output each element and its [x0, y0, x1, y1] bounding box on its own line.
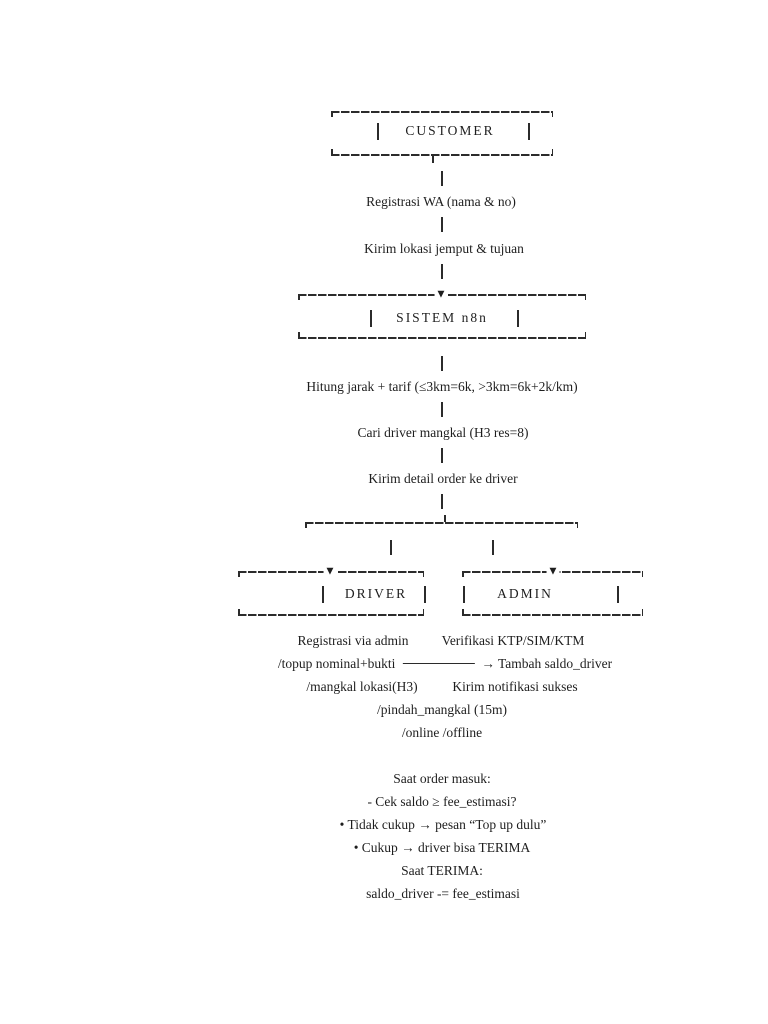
branch-split-line — [305, 522, 578, 524]
rule-line: • Cukup → driver bisa TERIMA — [353, 840, 531, 855]
admin-task-label: Kirim notifikasi sukses — [452, 679, 578, 694]
arrow-down-icon: ▼ — [546, 567, 560, 577]
connector-tick — [432, 155, 434, 163]
driver-task-label: /mangkal lokasi(H3) — [306, 679, 418, 694]
corner-tick — [305, 522, 307, 528]
connector-pipe — [492, 540, 494, 555]
admin-task-label: Verifikasi KTP/SIM/KTM — [441, 633, 585, 648]
driver-topup-command: /topup nominal+bukti — [277, 656, 396, 671]
customer-box-top-line — [331, 111, 553, 113]
connector-pipe — [441, 171, 443, 186]
box-pipe — [617, 586, 619, 603]
flow-step-label: Cari driver mangkal (H3 res=8) — [357, 425, 529, 440]
box-pipe — [377, 123, 379, 140]
box-pipe — [424, 586, 426, 603]
driver-node-label: DRIVER — [344, 586, 408, 601]
driver-task-label: /pindah_mangkal (15m) — [376, 702, 508, 717]
driver-task-label: Registrasi via admin — [297, 633, 409, 648]
topup-connector-line — [402, 662, 475, 664]
rule-heading: Saat order masuk: — [393, 771, 491, 786]
corner-tick — [462, 571, 464, 577]
topup-flow-row: /topup nominal+bukti → Tambah saldo_drive… — [278, 655, 612, 673]
admin-topup-result: Tambah saldo_driver — [497, 656, 613, 671]
rule-line: - Cek saldo ≥ fee_estimasi? — [367, 794, 517, 809]
corner-tick — [331, 149, 333, 155]
flow-step-label: Hitung jarak + tarif (≤3km=6k, >3km=6k+2… — [306, 379, 578, 394]
corner-tick — [584, 294, 586, 300]
driver-task-label: /online /offline — [401, 725, 483, 740]
corner-tick — [238, 609, 240, 615]
box-pipe — [322, 586, 324, 603]
customer-box-bottom-line — [331, 154, 553, 156]
corner-tick — [298, 294, 300, 300]
box-pipe — [528, 123, 530, 140]
admin-box-bottom-line — [462, 614, 643, 616]
corner-tick — [584, 332, 586, 338]
connector-pipe — [441, 217, 443, 232]
flow-step-label: Kirim lokasi jemput & tujuan — [364, 241, 524, 256]
driver-box-bottom-line — [238, 614, 424, 616]
corner-tick — [551, 111, 553, 117]
box-pipe — [370, 310, 372, 327]
corner-tick — [238, 571, 240, 577]
box-pipe — [517, 310, 519, 327]
rule-line: • Tidak cukup → pesan “Top up dulu” — [339, 817, 547, 832]
corner-tick — [462, 609, 464, 615]
customer-node-label: CUSTOMER — [405, 123, 495, 138]
connector-tick — [444, 515, 446, 522]
flow-step-label: Kirim detail order ke driver — [368, 471, 518, 486]
connector-pipe — [441, 402, 443, 417]
connector-pipe — [441, 494, 443, 509]
flow-step-label: Registrasi WA (nama & no) — [366, 194, 516, 209]
corner-tick — [551, 149, 553, 155]
connector-pipe — [441, 356, 443, 371]
box-pipe — [463, 586, 465, 603]
corner-tick — [422, 571, 424, 577]
connector-pipe — [390, 540, 392, 555]
corner-tick — [641, 609, 643, 615]
connector-pipe — [441, 264, 443, 279]
corner-tick — [576, 522, 578, 528]
connector-pipe — [441, 448, 443, 463]
arrow-down-icon: ▼ — [434, 290, 448, 300]
system-node-label: SISTEM n8n — [396, 310, 488, 325]
admin-node-label: ADMIN — [497, 586, 553, 601]
rule-heading: Saat TERIMA: — [401, 863, 483, 878]
rule-line: saldo_driver -= fee_estimasi — [366, 886, 520, 901]
arrow-down-icon: ▼ — [323, 567, 337, 577]
corner-tick — [422, 609, 424, 615]
corner-tick — [298, 332, 300, 338]
system-box-bottom-line — [298, 337, 586, 339]
corner-tick — [331, 111, 333, 117]
arrow-right-icon: → — [481, 656, 495, 671]
corner-tick — [641, 571, 643, 577]
